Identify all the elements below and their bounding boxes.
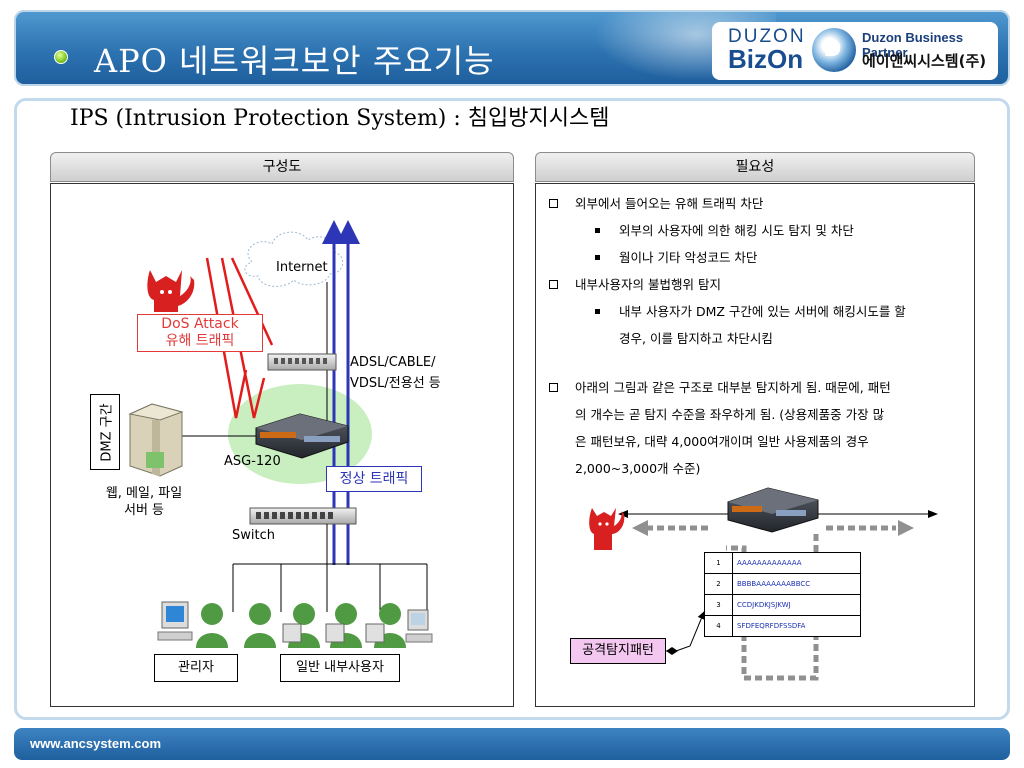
attack-line-icon bbox=[205, 257, 248, 419]
page-title: APO 네트워크보안 주요기능 bbox=[94, 42, 495, 80]
footer-bar: www.ancsystem.com bbox=[14, 728, 1010, 760]
title-bullet-icon bbox=[54, 50, 68, 64]
normal-traffic-box: 정상 트래픽 bbox=[326, 466, 422, 492]
server-label-line1: 웹, 메일, 파일 bbox=[105, 486, 183, 501]
dmz-label: DMZ 구간 bbox=[99, 402, 115, 462]
req-sub-item: 외부의 사용자에 의한 해킹 시도 탐지 및 차단 bbox=[545, 217, 965, 244]
harmful-traffic-label: 유해 트래픽 bbox=[165, 333, 235, 349]
ips-device-icon bbox=[727, 487, 819, 533]
dos-attack-label: DoS Attack bbox=[161, 316, 239, 332]
user-computer-icon bbox=[282, 609, 433, 643]
requirements-list: 외부에서 들어오는 유해 트래픽 차단 외부의 사용자에 의한 해킹 시도 탐지… bbox=[545, 190, 965, 482]
right-panel-tab: 필요성 bbox=[535, 152, 975, 182]
adsl-label-line1: ADSL/CABLE/ bbox=[350, 355, 436, 370]
square-bullet-icon bbox=[595, 228, 600, 233]
admin-label-box: 관리자 bbox=[154, 654, 238, 682]
logo-company-text: 에이앤씨시스템(주) bbox=[862, 52, 987, 70]
attack-pattern-label: 공격탐지패턴 bbox=[570, 638, 666, 664]
logo-mark-icon bbox=[812, 28, 856, 72]
adsl-label-line2: VDSL/전용선 등 bbox=[350, 376, 441, 391]
router-device-icon bbox=[267, 353, 337, 371]
admin-computer-icon bbox=[157, 601, 193, 641]
dmz-server-icon bbox=[128, 403, 184, 477]
internet-cloud-icon bbox=[244, 231, 344, 287]
logo-brand-top: DUZON bbox=[728, 26, 806, 47]
footer-url-link[interactable]: www.ancsystem.com bbox=[30, 736, 162, 751]
checkbox-bullet-icon bbox=[549, 280, 558, 289]
slide-subtitle: IPS (Intrusion Protection System) : 침입방지… bbox=[70, 106, 610, 131]
admin-person-icon bbox=[196, 603, 228, 648]
dmz-label-box: DMZ 구간 bbox=[90, 394, 120, 470]
checkbox-bullet-icon bbox=[549, 199, 558, 208]
req-sub-continuation: 경우, 이를 탐지하고 차단시킴 bbox=[619, 331, 773, 346]
internet-label: Internet bbox=[276, 260, 328, 275]
header-band: APO 네트워크보안 주요기능 DUZON BizOn Duzon Busine… bbox=[14, 10, 1010, 86]
asg-device-icon bbox=[255, 413, 349, 459]
server-label-line2: 서버 등 bbox=[123, 503, 164, 518]
dos-attack-box: DoS Attack 유해 트래픽 bbox=[137, 314, 263, 352]
square-bullet-icon bbox=[595, 255, 600, 260]
attacker-devil-icon bbox=[147, 270, 195, 312]
pattern-diagram bbox=[589, 487, 938, 681]
logo-partner-text: Duzon Business Partner bbox=[862, 30, 964, 60]
req-item: 외부에서 들어오는 유해 트래픽 차단 bbox=[545, 190, 965, 217]
req-item-continuation: 2,000~3,000개 수준) bbox=[575, 461, 701, 476]
req-item-continuation: 은 패턴보유, 대략 4,000여개이며 일반 사용제품의 경우 bbox=[575, 434, 869, 449]
req-item-continuation: 의 개수는 곧 탐지 수준을 좌우하게 됨. (상용제품중 가장 많 bbox=[575, 407, 885, 422]
switch-label: Switch bbox=[232, 528, 275, 543]
user-person-icon bbox=[244, 603, 406, 648]
checkbox-bullet-icon bbox=[549, 383, 558, 392]
left-panel-tab: 구성도 bbox=[50, 152, 514, 182]
req-item: 아래의 그림과 같은 구조로 대부분 탐지하게 됨. 때문에, 패턴 bbox=[545, 374, 965, 401]
logo: DUZON BizOn Duzon Business Partner 에이앤씨시… bbox=[712, 22, 998, 80]
logo-brand-bottom: BizOn bbox=[728, 44, 804, 74]
asg-label: ASG-120 bbox=[224, 454, 281, 469]
attacker-devil-right-icon bbox=[589, 508, 625, 550]
req-sub-item: 내부 사용자가 DMZ 구간에 있는 서버에 해킹시도를 할 bbox=[545, 298, 965, 325]
req-item: 내부사용자의 불법행위 탐지 bbox=[545, 271, 965, 298]
square-bullet-icon bbox=[595, 309, 600, 314]
req-sub-item: 웜이나 기타 악성코드 차단 bbox=[545, 244, 965, 271]
users-label-box: 일반 내부사용자 bbox=[280, 654, 400, 682]
switch-device-icon bbox=[249, 507, 357, 525]
